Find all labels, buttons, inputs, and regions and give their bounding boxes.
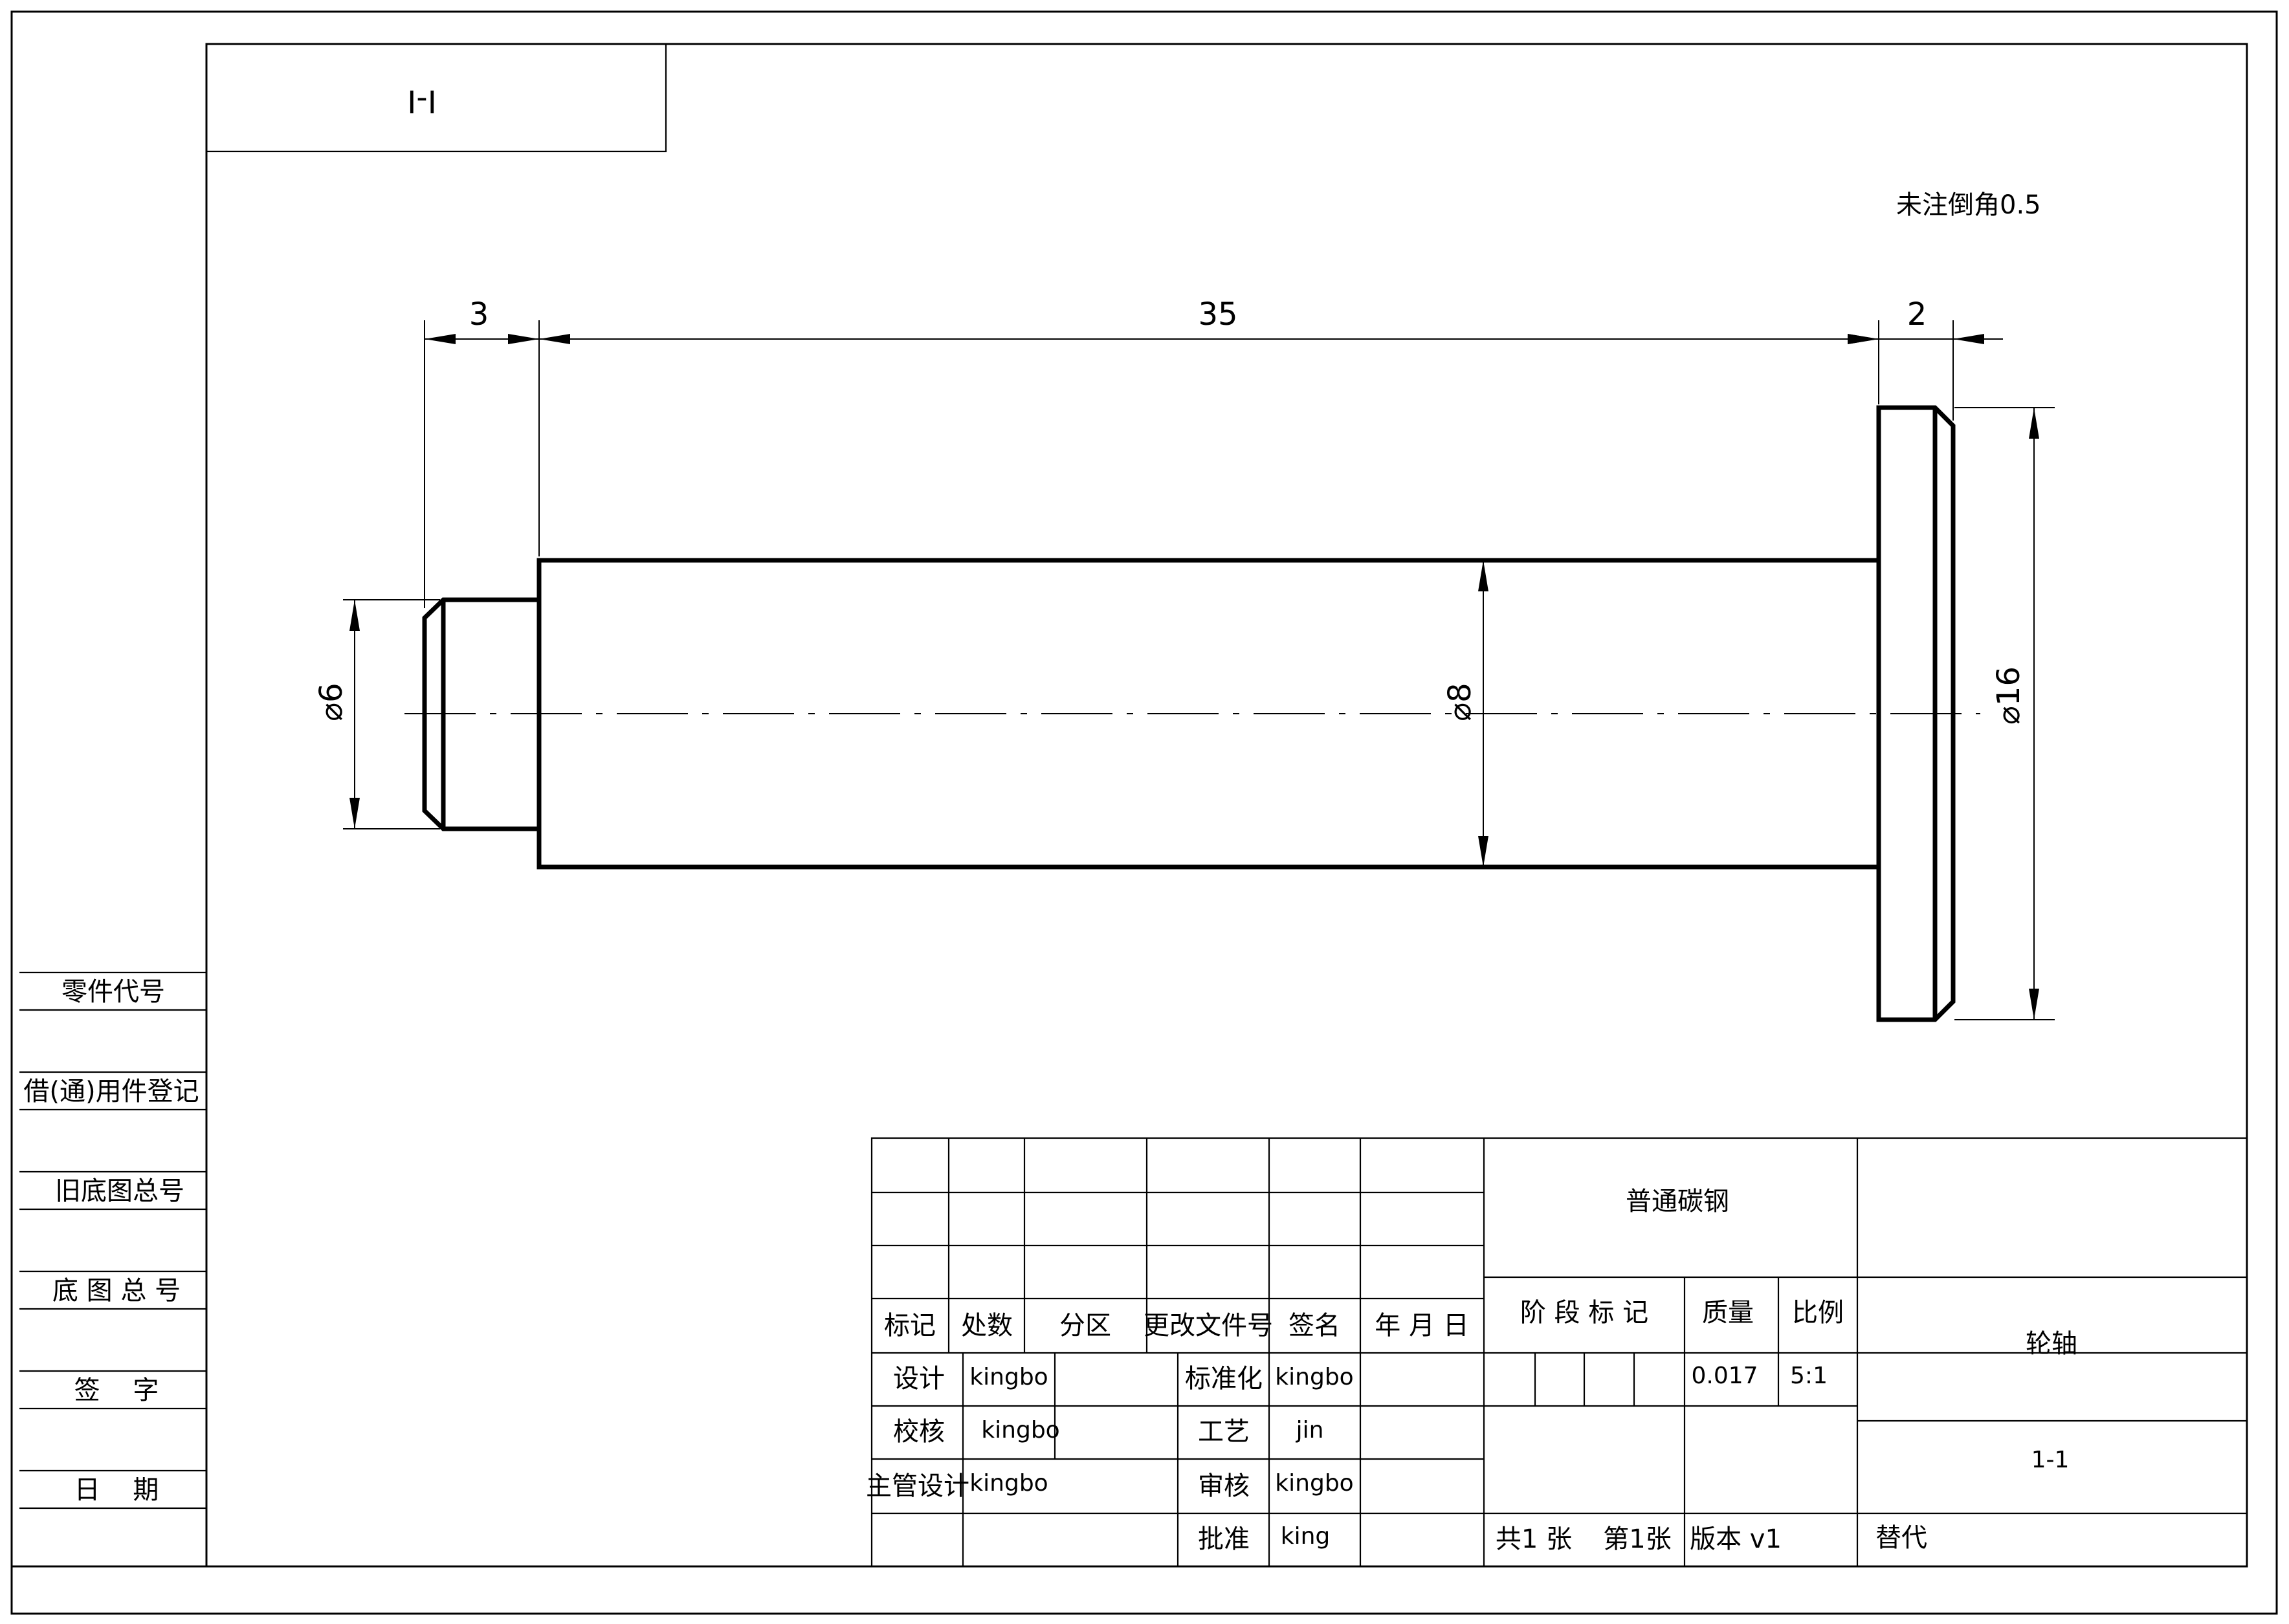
tb-review-label: 审核 [1198,1471,1250,1501]
tb-design-value: kingbo [969,1364,1048,1390]
dim-label-2: 2 [1907,296,1927,333]
chamfer-note: 未注倒角0.5 [1896,190,2041,220]
side-label-borrow-reg: 借(通)用件登记 [23,1077,199,1106]
dim-label-35: 35 [1198,296,1237,333]
dim-label-dia-8: ⌀8 [1442,683,1478,721]
tb-review-value: kingbo [1275,1470,1353,1497]
extension-lines [343,320,2055,1020]
tb-standard-value: kingbo [1275,1364,1353,1390]
dim-label-dia-16: ⌀16 [1991,666,2027,725]
section-label-box: I-I [205,43,667,153]
side-label-base-total: 底 图 总 号 [52,1276,181,1306]
tb-replace: 替代 [1875,1523,1927,1553]
tb-header-count: 处数 [961,1311,1013,1341]
tb-sheet-no: 第1张 [1603,1524,1671,1554]
tb-scale-label: 比例 [1792,1298,1844,1328]
tb-header-change-doc: 更改文件号 [1144,1311,1273,1341]
tb-check-value: kingbo [981,1417,1059,1443]
tb-header-date: 年 月 日 [1375,1311,1468,1341]
dim-length-3: 3 [425,296,539,344]
tb-header-sign: 签名 [1288,1311,1340,1341]
section-label: I-I [407,83,437,119]
tb-design-label: 设计 [893,1364,945,1394]
dim-length-35: 35 [539,296,1879,344]
dim-dia-8: ⌀8 [1442,560,1488,867]
tb-sheets-total: 共1 张 [1496,1524,1572,1554]
tb-version: 版本 v1 [1690,1524,1782,1554]
tb-chief-value: kingbo [969,1470,1048,1497]
side-table: 零件代号 借(通)用件登记 旧底图总号 底 图 总 号 签 字 日 期 [19,971,206,1509]
title-block: 标记 处数 分区 更改文件号 签名 年 月 日 设计 kingbo 校核 kin… [866,1137,2248,1568]
tb-standard-label: 标准化 [1185,1364,1263,1394]
side-label-signature: 签 字 [74,1376,159,1405]
dim-label-3: 3 [469,296,489,333]
tb-stage-mark: 阶 段 标 记 [1520,1298,1648,1328]
tb-mass-label: 质量 [1702,1298,1754,1328]
tb-check-label: 校核 [893,1417,945,1447]
tb-mass-value: 0.017 [1691,1363,1758,1389]
tb-process-value: jin [1296,1417,1324,1443]
dim-dia-6: ⌀6 [313,600,360,829]
tb-part-name: 轮轴 [2026,1329,2077,1359]
side-label-old-base: 旧底图总号 [55,1176,184,1206]
tb-header-zone: 分区 [1059,1311,1111,1341]
tb-approve-value: king [1281,1523,1331,1550]
outer-border [10,10,2278,1615]
tb-material: 普通碳钢 [1626,1187,1729,1216]
side-label-date: 日 期 [74,1475,159,1505]
dim-label-dia-6: ⌀6 [313,683,349,721]
tb-drawing-no: 1-1 [2031,1447,2070,1473]
tb-process-label: 工艺 [1198,1417,1250,1447]
dim-length-2: 2 [1848,296,2003,344]
tb-chief-label: 主管设计 [866,1471,969,1501]
tb-header-mark: 标记 [884,1311,936,1341]
side-label-part-code: 零件代号 [61,977,165,1007]
tb-approve-label: 批准 [1198,1524,1250,1554]
tb-scale-value: 5:1 [1790,1363,1828,1389]
dim-dia-16: ⌀16 [1991,408,2039,1020]
